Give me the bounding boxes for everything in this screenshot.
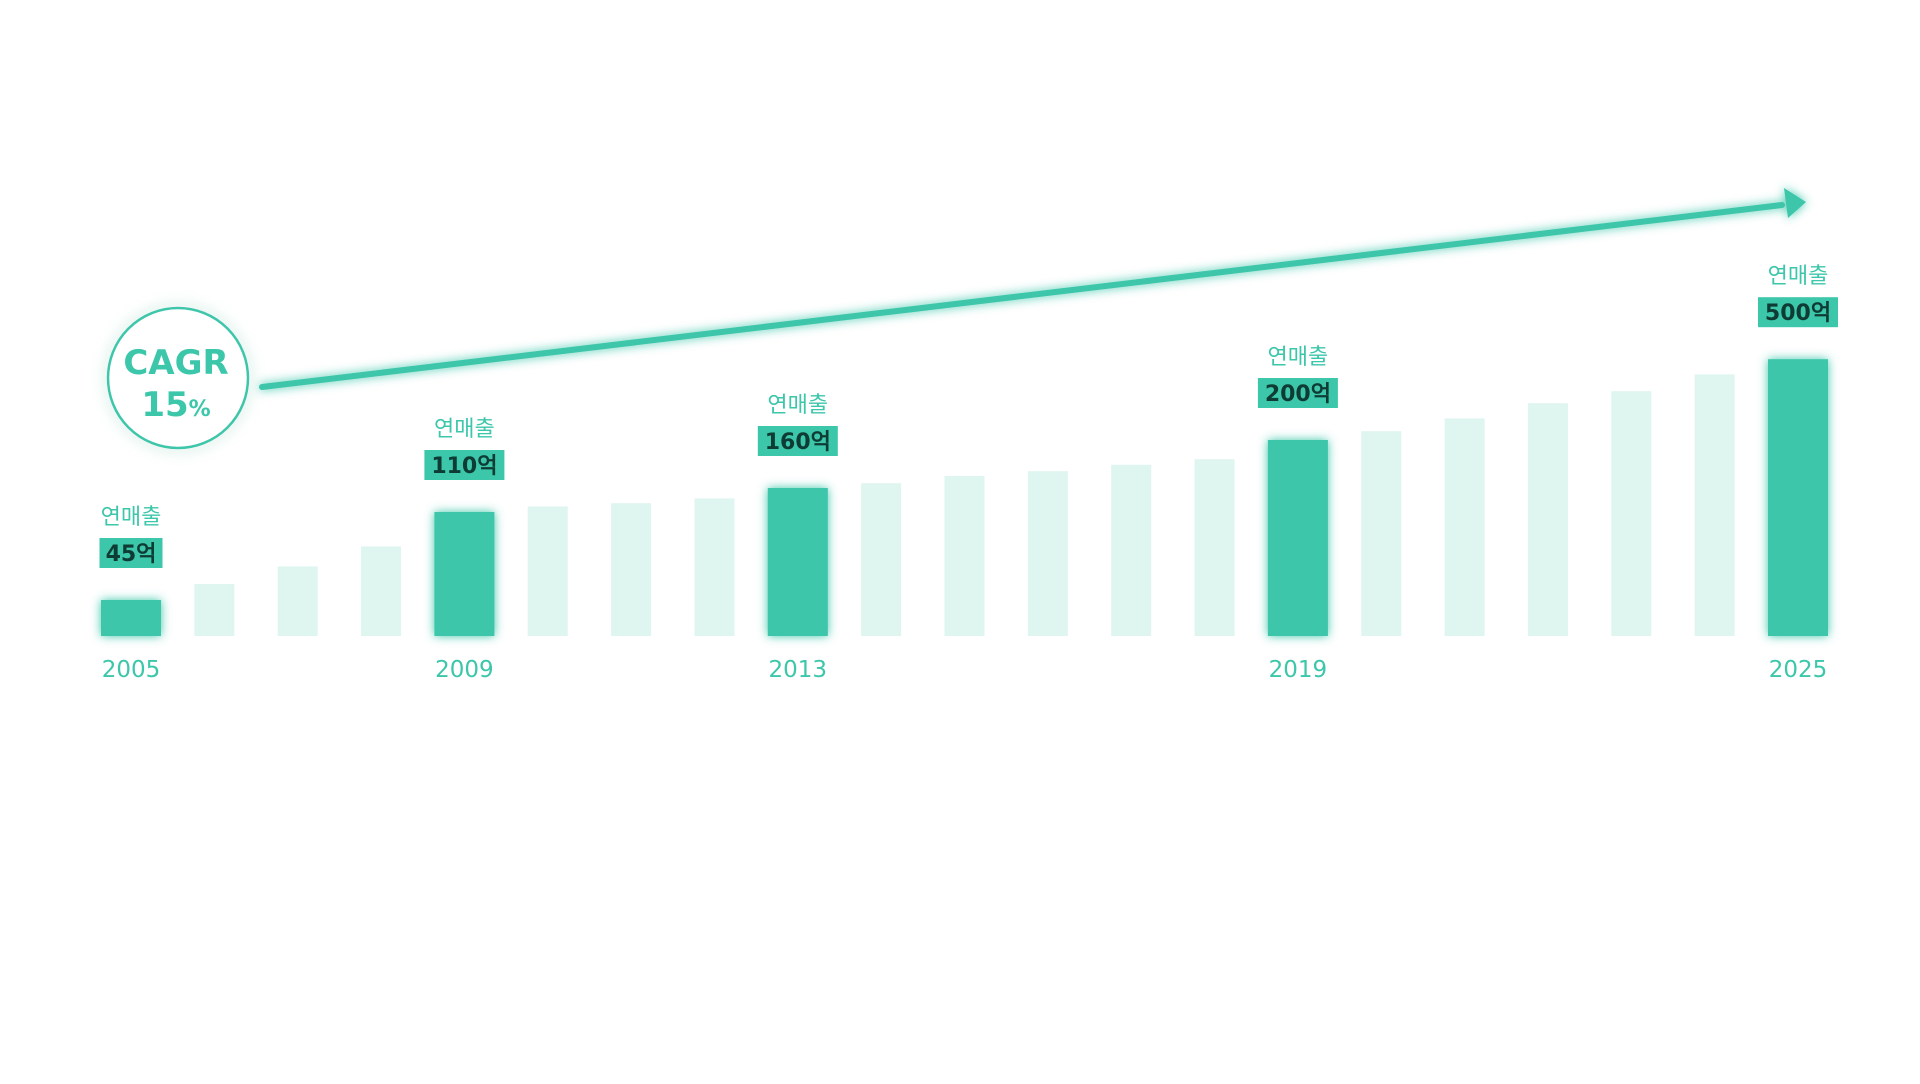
bar-2024 [1694, 374, 1735, 636]
annotation-label-2013: 연매출 [767, 393, 828, 418]
bar-2006 [194, 584, 235, 636]
bar-2015 [944, 476, 985, 636]
bar-2022 [1527, 403, 1568, 636]
bar-2023 [1611, 391, 1652, 636]
annotation-2013: 연매출 160억 [757, 393, 838, 456]
annotation-value-2009: 110억 [431, 454, 497, 479]
cagr-value-line: 15% [141, 385, 210, 425]
tick-label-2005: 2005 [102, 657, 161, 683]
annotation-2009: 연매출 110억 [424, 417, 505, 480]
annotation-value-bg-2025 [1758, 297, 1838, 328]
bar-2018 [1194, 459, 1235, 636]
bar-2011 [611, 503, 652, 636]
cagr-unit: % [189, 397, 211, 422]
bar-2013 [767, 488, 828, 636]
tick-label-2009: 2009 [435, 657, 494, 683]
annotation-value-2005: 45억 [106, 542, 157, 567]
trend-line [259, 202, 1785, 390]
bar-2017 [1111, 464, 1152, 636]
tick-label-2013: 2013 [769, 657, 828, 683]
annotation-label-2025: 연매출 [1768, 264, 1829, 289]
annotation-2019: 연매출 200억 [1257, 345, 1338, 408]
bar-2021 [1444, 418, 1485, 636]
trend-arrow-head [1784, 188, 1806, 218]
bar-2020 [1361, 431, 1402, 636]
bar-2008 [361, 546, 402, 636]
bar-2010 [527, 506, 568, 636]
annotation-2025: 연매출 500억 [1758, 264, 1838, 328]
x-axis-ticks: 2005 2009 2013 2019 2025 [102, 657, 1828, 683]
bar-2012 [694, 498, 735, 636]
bar-2005 [101, 600, 161, 636]
bar-2007 [277, 566, 318, 636]
bar-2016 [1027, 471, 1068, 636]
bar-2009 [434, 512, 495, 636]
annotation-value-2019: 200억 [1265, 382, 1331, 407]
bar-2014 [861, 483, 902, 636]
annotation-value-2013: 160억 [765, 430, 831, 455]
annotation-2005: 연매출 45억 [99, 505, 163, 568]
annotation-label-2019: 연매출 [1268, 345, 1329, 370]
annotation-label-2009: 연매출 [434, 417, 495, 442]
cagr-value: 15 [141, 385, 188, 425]
cagr-badge-circle [106, 306, 250, 450]
annotation-value-2025: 500억 [1765, 301, 1831, 326]
bars-layer [101, 359, 1828, 636]
tick-label-2019: 2019 [1269, 657, 1328, 683]
annotation-value-bg-2005 [99, 538, 163, 568]
cagr-badge: CAGR 15% [106, 306, 250, 450]
annotation-value-bg-2019 [1257, 378, 1338, 408]
bar-2019 [1267, 440, 1328, 636]
trend-arrow [259, 188, 1806, 390]
annotation-value-bg-2009 [424, 450, 505, 480]
cagr-title: CAGR [123, 343, 228, 383]
bar-2025 [1768, 359, 1828, 636]
tick-label-2025: 2025 [1769, 657, 1828, 683]
annotation-label-2005: 연매출 [101, 505, 162, 530]
annotation-value-bg-2013 [757, 426, 838, 456]
